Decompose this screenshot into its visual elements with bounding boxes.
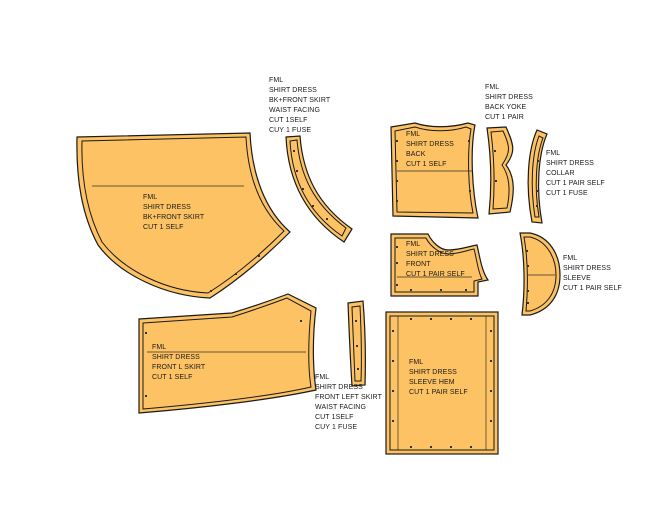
piece-label-front: FML SHIRT DRESS FRONT CUT 1 PAIR SELF bbox=[406, 241, 465, 278]
piece-back: FML SHIRT DRESS BACK CUT 1 SELF bbox=[390, 122, 479, 219]
piece-collar: FML SHIRT DRESS COLLAR CUT 1 PAIR SELF C… bbox=[527, 129, 607, 224]
piece-front-l-skirt: FML SHIRT DRESS FRONT L SKIRT CUT 1 SELF bbox=[138, 293, 317, 414]
piece-label-bk-front-skirt: FML SHIRT DRESS BK+FRONT SKIRT CUT 1 SEL… bbox=[143, 194, 206, 231]
piece-label-back-yoke: FML SHIRT DRESS BACK YOKE CUT 1 PAIR bbox=[485, 84, 535, 121]
piece-back-yoke: FML SHIRT DRESS BACK YOKE CUT 1 PAIR bbox=[485, 84, 535, 215]
piece-label-collar: FML SHIRT DRESS COLLAR CUT 1 PAIR SELF C… bbox=[546, 150, 607, 197]
notch-marks bbox=[145, 140, 539, 448]
piece-label-back: FML SHIRT DRESS BACK CUT 1 SELF bbox=[406, 131, 456, 168]
piece-label-sleeve-hem: FML SHIRT DRESS SLEEVE HEM CUT 1 PAIR SE… bbox=[409, 359, 468, 396]
piece-bk-front-skirt: FML SHIRT DRESS BK+FRONT SKIRT CUT 1 SEL… bbox=[76, 132, 291, 299]
piece-label-front-left-waist-facing: FML SHIRT DRESS FRONT LEFT SKIRT WAIST F… bbox=[315, 374, 384, 431]
piece-front-left-waist-facing: FML SHIRT DRESS FRONT LEFT SKIRT WAIST F… bbox=[315, 300, 384, 431]
piece-sleeve: FML SHIRT DRESS SLEEVE CUT 1 PAIR SELF bbox=[519, 232, 622, 316]
piece-front: FML SHIRT DRESS FRONT CUT 1 PAIR SELF bbox=[390, 233, 490, 297]
piece-label-front-l-skirt: FML SHIRT DRESS FRONT L SKIRT CUT 1 SELF bbox=[152, 344, 207, 381]
piece-label-bk-front-waist-facing: FML SHIRT DRESS BK+FRONT SKIRT WAIST FAC… bbox=[269, 77, 332, 134]
piece-label-sleeve: FML SHIRT DRESS SLEEVE CUT 1 PAIR SELF bbox=[563, 255, 622, 292]
piece-bk-front-waist-facing: FML SHIRT DRESS BK+FRONT SKIRT WAIST FAC… bbox=[269, 77, 353, 243]
piece-sleeve-hem: FML SHIRT DRESS SLEEVE HEM CUT 1 PAIR SE… bbox=[385, 311, 499, 455]
